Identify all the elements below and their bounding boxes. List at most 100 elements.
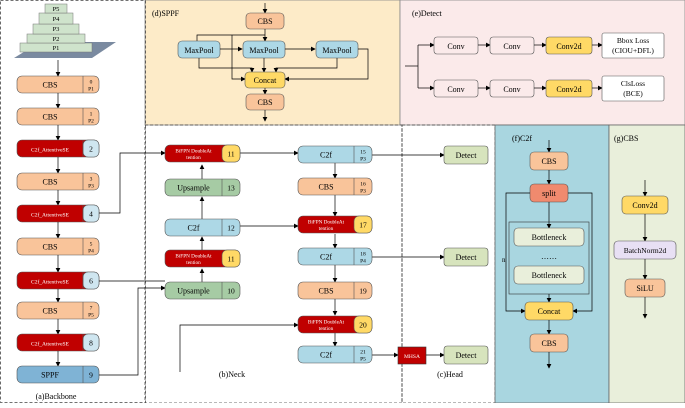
neck-block-body [164, 178, 241, 197]
detect-row2-conv2d [545, 79, 593, 98]
detect-label-2: Detect [456, 253, 478, 262]
neck-block-index: 12 [227, 224, 235, 233]
neck-block-sub: P3 [360, 157, 366, 163]
backbone-block-label: CBS [42, 81, 57, 90]
neck-block-index: 16 [360, 182, 366, 188]
fusion-block-cap [353, 315, 373, 334]
detect-diagram: (e)Detect Conv Conv Conv2d Bbox Loss (CI… [405, 9, 665, 102]
fusion-block-label: BiFPN DoubleAt [308, 220, 345, 226]
backbone-block-index: 3 [90, 177, 93, 183]
neck-block-label: Upsample [177, 287, 210, 296]
neck-block-index: 19 [359, 287, 367, 296]
c2f-dots: …… [541, 252, 557, 261]
fusion-block-label: BiFPN DoubleAt [308, 320, 345, 326]
detect-row1-conv-2 [489, 36, 535, 55]
fusion-block-index: 11 [227, 255, 234, 264]
mhsa-block [397, 346, 427, 365]
fusion-block-label-2: tention [319, 326, 334, 332]
backbone-block-label: C2f_AttentiveSE [31, 341, 70, 348]
backbone-block-label: CBS [42, 307, 57, 316]
detect-panel-caption: (e)Detect [412, 9, 443, 18]
backbone-block-body [16, 107, 100, 126]
fusion-block-cap [353, 215, 373, 234]
c2f-diagram: (f)C2f CBS split n Bottleneck …… Bottlen… [502, 134, 593, 369]
backbone-panel [0, 0, 146, 403]
bbox-loss-line2: (CIOU+DFL) [612, 46, 654, 55]
sppf-diagram: (d)SPPF CBS MaxPool MaxPool MaxPool Conc… [152, 3, 369, 122]
pyramid-level-p5 [44, 3, 68, 14]
c2f-bottleneck-1 [513, 227, 585, 247]
neck-block-sub: P5 [360, 357, 366, 363]
c2f-n-label: n [502, 256, 506, 264]
sppf-caption: (d)SPPF [152, 9, 180, 18]
fusion-block-label: BiFPN DoubleAt [175, 254, 212, 260]
fusion-block-index: 17 [359, 221, 367, 230]
feature-pyramid: P5 P4 P3 P2 P1 [14, 3, 116, 58]
neck-block-label: C2f [320, 151, 332, 160]
cls-loss-box [601, 75, 665, 102]
detect-row1-conv-1 [433, 36, 479, 55]
detect-row1-conv-1-label: Conv [447, 42, 464, 51]
detect-label-3: Detect [456, 351, 478, 360]
backbone-block-body [16, 365, 100, 384]
detect-row1-conv2d [545, 36, 593, 55]
detect-row1-conv2d-label: Conv2d [556, 42, 581, 51]
neck-block-label: CBS [318, 183, 333, 192]
neck-block-sub: P4 [360, 259, 366, 265]
fusion-block-index: 11 [227, 150, 234, 159]
cbs-conv2d-label: Conv2d [632, 201, 657, 210]
neck-block-body [297, 247, 373, 266]
backbone-block-index: 1 [90, 112, 93, 118]
neck-block-label: C2f [320, 253, 332, 262]
neck-connections [99, 150, 445, 376]
detect-row2-conv-1 [433, 79, 479, 98]
cbs-silu-label: SiLU [636, 284, 654, 293]
c2f-cbs-bottom-label: CBS [541, 339, 556, 348]
neck-caption: (b)Neck [219, 370, 245, 379]
neck-block-label: C2f [188, 224, 200, 233]
detect-block-3 [443, 345, 489, 365]
backbone-block-index: 6 [89, 277, 93, 286]
backbone-block-label: CBS [42, 178, 57, 187]
backbone-block-index: 0 [90, 80, 93, 86]
backbone-block-body [16, 75, 100, 94]
backbone-block-8: C2f_AttentiveSE 8 [16, 333, 100, 352]
sppf-cbs-bottom-label: CBS [257, 98, 272, 107]
detect-block-2 [443, 247, 489, 267]
backbone-block-index: 8 [89, 339, 93, 348]
cls-loss-line2: (BCE) [623, 89, 643, 98]
backbone-caption: (a)Backbone [36, 392, 77, 401]
cbs-batchnorm2d-label: BatchNorm2d [624, 246, 667, 255]
c2f-concat-label: Concat [538, 307, 561, 316]
neck-block-index: 13 [227, 184, 235, 193]
pyramid-label-p3: P3 [53, 26, 60, 33]
c2f-caption: (f)C2f [512, 134, 532, 143]
neck-block-index: 21 [360, 350, 366, 356]
fusion-block-label: BiFPN DoubleAt [175, 149, 212, 155]
detect-block-1 [443, 145, 489, 165]
c2f-bottleneck-1-label: Bottleneck [532, 233, 567, 242]
neck-block-body [297, 281, 373, 300]
c2f-bottleneck-2 [513, 265, 585, 285]
c2f-split-label: split [542, 189, 557, 198]
backbone-block-index: 2 [89, 145, 93, 154]
backbone-block-sub: P1 [88, 87, 94, 93]
pyramid-label-p5: P5 [53, 6, 60, 13]
backbone-block-index: 4 [89, 210, 93, 219]
detect-row2-conv-2 [489, 79, 535, 98]
